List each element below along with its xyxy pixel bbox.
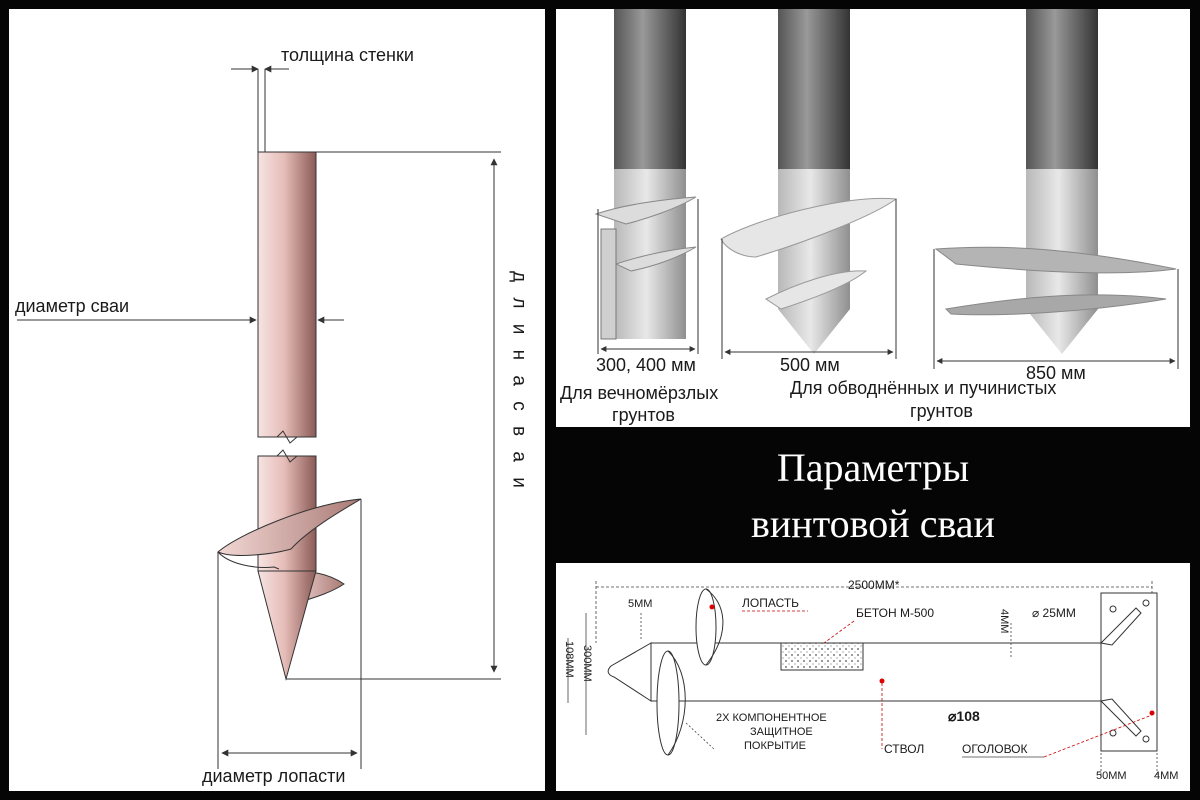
size-label-500: 500 мм [780,355,840,375]
purpose-watered-line1: Для обводнённых и пучинистых [790,378,1056,398]
pile-types-panel: 300, 400 мм 500 мм 850 мм Для вечномёрзл… [556,9,1190,427]
size-label-850: 850 мм [1026,363,1086,383]
shaft-marker-dot [879,678,885,684]
technical-drawing-panel: 2500ММ* 108ММ 300ММ 5ММ ЛОПАСТЬ БЕТОН [556,563,1190,791]
pipe-size-label: 108ММ [563,641,575,678]
head-marker-dot [1149,710,1155,716]
blade-callout-label: ЛОПАСТЬ [742,596,799,610]
coating-line-1: 2Х КОМПОНЕНТНОЕ [716,712,827,724]
purpose-watered-line2: грунтов [910,401,973,421]
pipe-break-mark [258,430,316,444]
concrete-callout-label: БЕТОН М-500 [856,606,934,620]
blade-lower [656,650,680,756]
wall-thickness-dimension: толщина стенки [231,45,414,152]
shaft-tip [607,642,652,702]
rod-diameter-label: ⌀ 25ММ [1032,606,1076,620]
blade-size-label: 300ММ [581,645,593,682]
head-callout-label: ОГОЛОВОК [962,742,1028,756]
wall-thickness-label: толщина стенки [281,45,414,65]
page-title: Параметры винтовой сваи [556,440,1190,555]
pile-diameter-dimension: диаметр сваи [15,296,344,324]
title-line-1: Параметры [776,445,970,490]
pile-cone-tip [257,570,317,681]
shaft-diameter-label: ⌀108 [948,708,980,724]
blade-marker-dot [709,604,715,610]
shaft-body [650,642,1112,702]
pipe-break-mark-lower [258,449,316,463]
pile-length-label: д л и н а с в а и [509,271,530,493]
pile-schematic-svg: толщина стенки диаметр сваи д л и н а с [15,45,530,786]
blade-diameter-label: диаметр лопасти [202,766,345,786]
wall-4mm-label: 4ММ [998,609,1010,633]
pile-length-dimension: д л и н а с в а и [286,151,530,680]
shaft-callout-label: СТВОЛ [884,742,924,756]
coating-line-2: ЗАЩИТНОЕ [750,726,813,738]
total-length-label: 2500ММ* [848,578,900,592]
dim-4mm-label: 4ММ [1154,770,1178,782]
coating-line-3: ПОКРЫТИЕ [744,740,806,752]
pile-type-850 [933,9,1179,369]
pile-schematic-panel: толщина стенки диаметр сваи д л и н а с [9,9,545,791]
pile-pipe-upper [257,151,317,438]
pile-types-svg: 300, 400 мм 500 мм 850 мм Для вечномёрзл… [560,9,1179,425]
blade-upper [695,588,717,666]
head-stiffener-upper [1099,607,1142,646]
blade-diameter-dimension: диаметр лопасти [202,499,362,786]
pile-type-500 [720,9,898,359]
technical-drawing-svg: 2500ММ* 108ММ 300ММ 5ММ ЛОПАСТЬ БЕТОН [563,578,1178,782]
concrete-fill [780,642,864,671]
pile-type-permafrost [594,9,699,354]
purpose-permafrost-line2: грунтов [612,405,675,425]
purpose-permafrost-line1: Для вечномёрзлых [560,383,718,403]
blade-thickness-label: 5ММ [628,598,652,610]
size-label-300-400: 300, 400 мм [596,355,696,375]
pile-diameter-label: диаметр сваи [15,296,129,316]
title-line-2: винтовой сваи [751,501,995,546]
head-stiffener-lower [1099,698,1142,737]
dim-50mm-label: 50ММ [1096,770,1127,782]
